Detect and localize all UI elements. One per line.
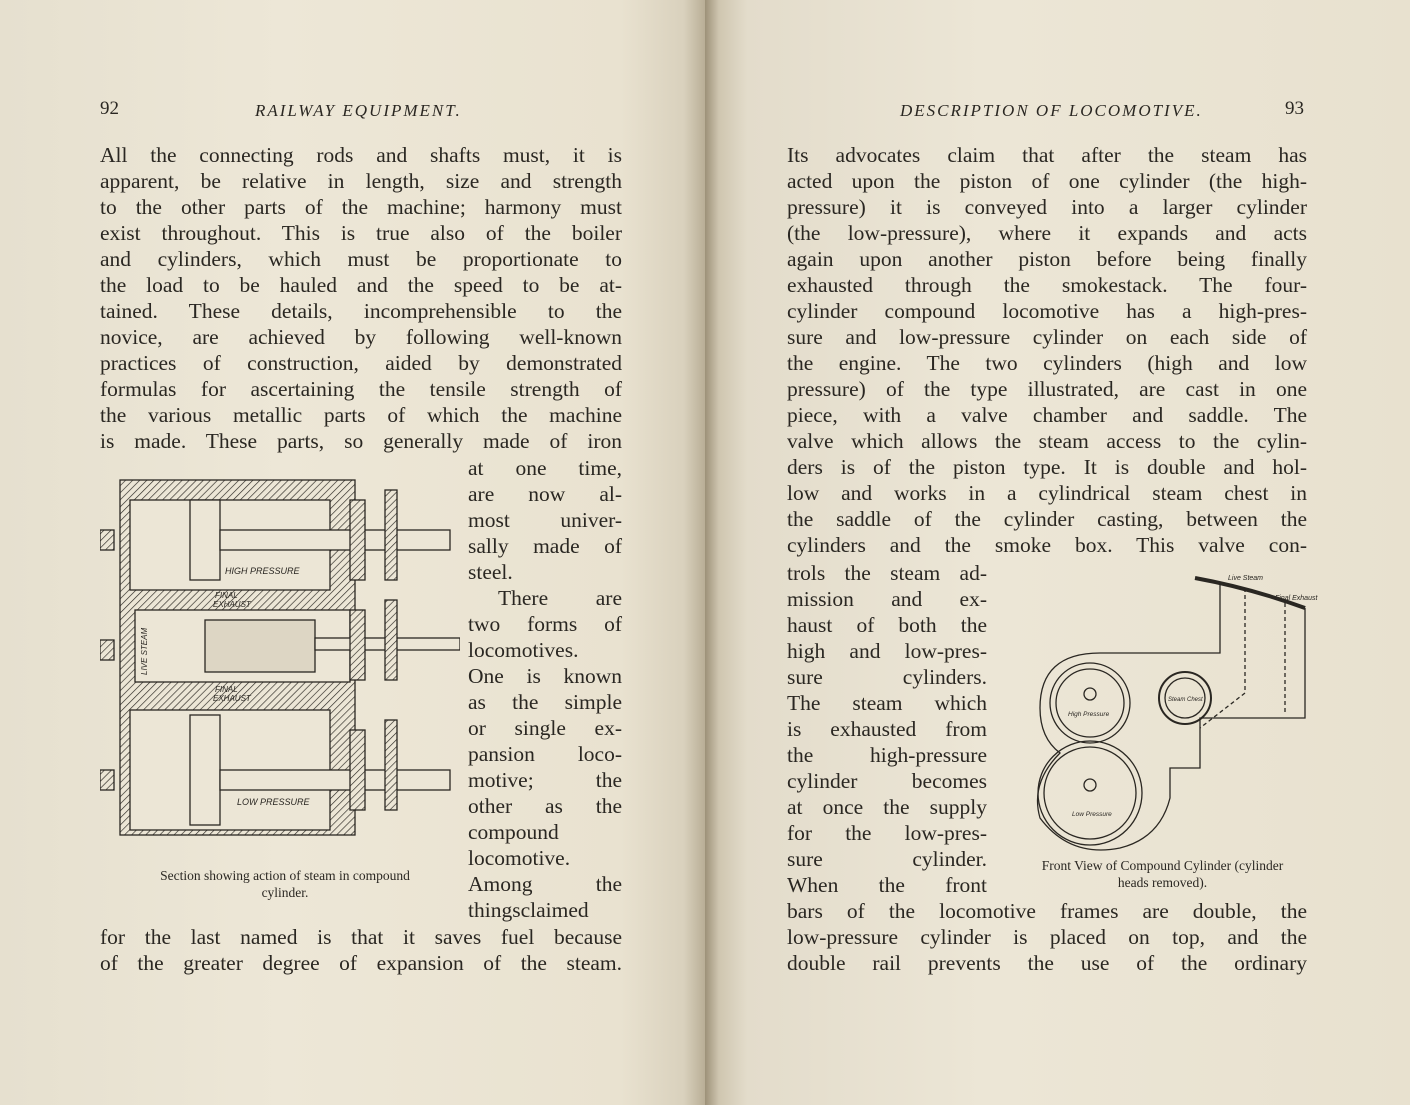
text-line: trols the steam ad- [787,561,987,585]
label-final-exhaust-top: FINAL [215,591,238,600]
text-line: mission and ex- [787,587,987,611]
text-line: at once the supply [787,795,987,819]
text-line: When the front [787,873,987,897]
running-head: RAILWAY EQUIPMENT. [255,101,462,120]
text-line: locomotives. [468,638,579,662]
text-line: sure cylinder. [787,847,987,871]
running-head: DESCRIPTION OF LOCOMOTIVE. [900,101,1203,120]
text-line: pressure) it is conveyed into a larger c… [787,195,1307,219]
text-line: novice, are achieved by following well-k… [100,325,622,349]
text-line: locomotive. [468,846,571,870]
text-line: are now al- [468,482,622,506]
figure-caption: Front View of Compound Cylinder (cylinde… [1041,858,1284,890]
label-final-exhaust-bottom: FINAL [215,685,238,694]
text-line: pansion loco- [468,742,622,766]
text-line: most univer- [468,508,622,532]
front-view-diagram: Live Steam Final Exhaust High Pressure S… [1036,575,1318,851]
text-line: low-pressure cylinder is placed on top, … [787,925,1307,949]
text-line: (the low-pressure), where it expands and… [787,221,1307,245]
text-line: cylinder becomes [787,769,987,793]
text-line: the load to be hauled and the speed to b… [100,273,622,297]
text-line: compound [468,820,559,844]
text-line: again upon another piston before being f… [787,247,1307,271]
text-line: exhausted through the smokestack. The fo… [787,273,1307,297]
text-line: is made. These parts, so generally made … [100,429,622,453]
text-line: cylinder compound locomotive has a high-… [787,299,1307,323]
text-line: exist throughout. This is true also of t… [100,221,622,245]
text-line: sure and low-pressure cylinder on each s… [787,325,1307,349]
text-line: tained. These details, incomprehensible … [100,299,622,323]
text-line: There are [498,586,622,610]
text-line: or single ex- [468,716,622,740]
text-line: two forms of [468,612,622,636]
text-line: valve which allows the steam access to t… [787,429,1307,453]
text-line: haust of both the [787,613,987,637]
text-line: apparent, be relative in length, size an… [100,169,622,193]
figure-caption: Section showing action of steam in compo… [160,868,410,900]
label-live-steam: LIVE STEAM [140,628,149,675]
text-line: thingsclaimed [468,898,589,922]
svg-text:EXHAUST: EXHAUST [213,694,252,703]
left-page: 92 RAILWAY EQUIPMENT. All the connecting… [0,0,705,1105]
text-line: bars of the locomotive frames are double… [787,899,1307,923]
text-line: piece, with a valve chamber and saddle. … [787,403,1307,427]
label-final-exhaust: Final Exhaust [1275,595,1318,602]
label-high-pressure: High Pressure [1068,711,1110,718]
text-line: Its advocates claim that after the steam… [787,143,1307,167]
label-low-pressure: Low Pressure [1072,811,1112,818]
text-line: cylinders and the smoke box. This valve … [787,533,1307,557]
text-line: motive; the [468,768,622,792]
label-low-pressure: LOW PRESSURE [237,797,311,807]
page-number: 93 [1285,98,1304,119]
text-line: the saddle of the cylinder casting, betw… [787,507,1307,531]
text-line: formulas for ascertaining the tensile st… [100,377,622,401]
text-line: as the simple [468,690,622,714]
text-line: other as the [468,794,622,818]
text-line: Among the [468,872,622,896]
text-line: pressure) of the type illustrated, are c… [787,377,1307,401]
text-line: ders is of the piston type. It is double… [787,455,1307,479]
svg-text:EXHAUST: EXHAUST [213,600,252,609]
text-line: is exhausted from [787,717,987,741]
text-line: practices of construction, aided by demo… [100,351,622,375]
text-line: to the other parts of the machine; harmo… [100,195,622,219]
text-line: All the connecting rods and shafts must,… [100,143,622,167]
text-line: for the low-pres- [787,821,987,845]
text-line: for the last named is that it saves fuel… [100,925,622,949]
section-diagram: HIGH PRESSURE FINAL EXHAUST LIVE STEAM F… [100,479,460,836]
text-line: the engine. The two cylinders (high and … [787,351,1307,375]
text-line: of the greater degree of expansion of th… [100,951,622,975]
text-line: the high-pressure [787,743,987,767]
label-live-steam: Live Steam [1228,575,1263,582]
label-high-pressure: HIGH PRESSURE [225,566,301,576]
text-line: The steam which [787,691,987,715]
text-line: the various metallic parts of which the … [100,403,622,427]
page-number: 92 [100,98,119,119]
text-line: sally made of [468,534,622,558]
text-line: low and works in a cylindrical steam che… [787,481,1307,505]
text-line: sure cylinders. [787,665,987,689]
text-line: acted upon the piston of one cylinder (t… [787,169,1307,193]
text-line: high and low-pres- [787,639,987,663]
text-line: at one time, [468,456,622,480]
text-line: One is known [468,664,622,688]
text-line: and cylinders, which must be proportiona… [100,247,622,271]
text-line: steel. [468,560,513,584]
label-steam-chest: Steam Chest [1168,697,1203,703]
text-line: double rail prevents the use of the ordi… [787,951,1307,975]
right-page: DESCRIPTION OF LOCOMOTIVE. 93 Its advoca… [705,0,1410,1105]
